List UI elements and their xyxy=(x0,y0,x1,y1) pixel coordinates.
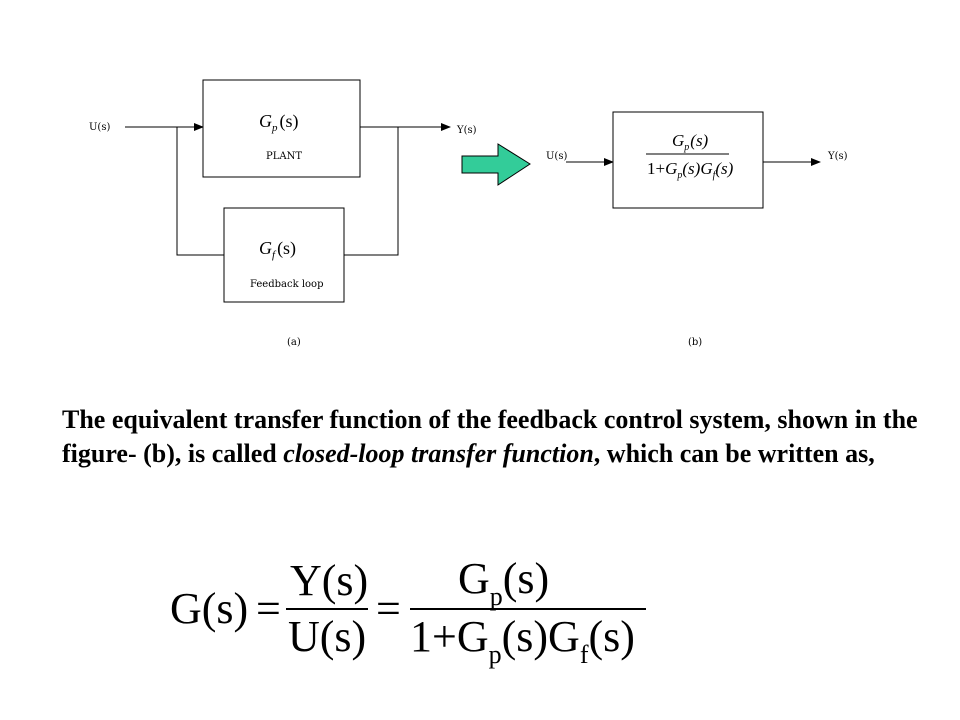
diagram-b: U(s) Gp(s) 1+Gp(s)Gf(s) Y(s) (b) xyxy=(546,111,848,348)
equivalent-denominator: 1+Gp(s)Gf(s) xyxy=(647,159,734,181)
input-label-b: U(s) xyxy=(546,151,567,162)
formula-equals-2: = xyxy=(376,584,401,633)
formula-frac2-denominator: 1+Gp(s)Gf(s) xyxy=(410,612,635,669)
formula-frac1-denominator: U(s) xyxy=(288,612,367,661)
plant-block xyxy=(202,79,361,178)
diagram-a: U(s) Gp(s) PLANT Y(s) Gf(s) Feedback loo… xyxy=(89,79,477,348)
formula-frac1-numerator: Y(s) xyxy=(290,556,369,605)
formula-frac1-bar xyxy=(286,608,368,610)
input-label-a: U(s) xyxy=(89,122,110,133)
plant-label: PLANT xyxy=(266,151,302,162)
equivalent-numerator: Gp(s) xyxy=(672,131,709,153)
feedback-path-right xyxy=(344,127,399,256)
closed-loop-term: closed-loop transfer function xyxy=(283,439,594,468)
plant-tf: Gp(s) xyxy=(259,111,299,134)
feedback-path-left xyxy=(176,127,224,256)
description-paragraph: The equivalent transfer function of the … xyxy=(62,403,922,471)
output-label-a: Y(s) xyxy=(456,125,477,136)
output-label-b: Y(s) xyxy=(827,151,848,162)
caption-a: (a) xyxy=(287,337,301,348)
formula-frac2-bar xyxy=(410,608,646,610)
description-part-2: , which can be written as, xyxy=(593,439,875,468)
closed-loop-formula: G(s) = Y(s) U(s) = Gp(s) 1+Gp(s)Gf(s) xyxy=(170,554,730,669)
feedback-block xyxy=(223,207,345,303)
caption-b: (b) xyxy=(688,337,702,348)
formula-equals-1: = xyxy=(256,584,281,633)
transform-arrow xyxy=(461,143,531,186)
description-part-1: The equivalent transfer function of the … xyxy=(62,405,918,468)
feedback-tf: Gf(s) xyxy=(259,238,296,261)
block-diagram: U(s) Gp(s) PLANT Y(s) Gf(s) Feedback loo… xyxy=(89,79,848,348)
formula-frac2-numerator: Gp(s) xyxy=(458,554,550,611)
formula-lhs: G(s) xyxy=(170,584,249,633)
equivalent-block xyxy=(612,111,764,209)
feedback-label: Feedback loop xyxy=(250,279,323,290)
